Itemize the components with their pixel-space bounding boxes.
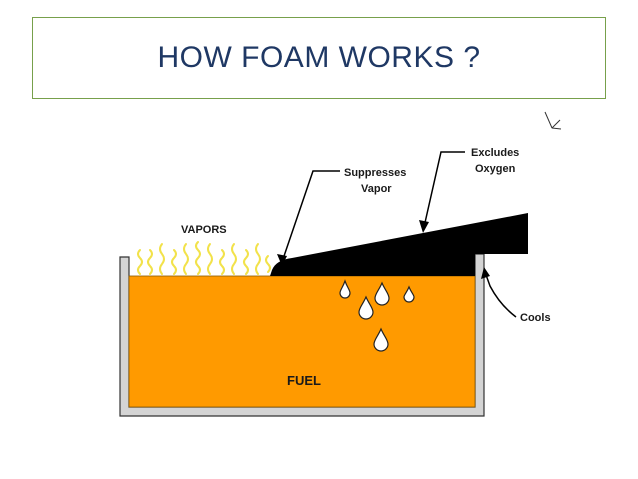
- droplets: [339, 279, 415, 352]
- suppresses-label: Suppresses: [344, 167, 406, 179]
- droplet-icon: [339, 279, 351, 299]
- vapor-wave-icon: [159, 243, 165, 275]
- leader-lines: [281, 151, 517, 318]
- vapor-wave-icon: [219, 249, 225, 275]
- arrow-heads: [277, 220, 490, 279]
- vapor-wave-icon: [195, 241, 201, 275]
- corner-mark: [544, 111, 562, 130]
- cools-leader: [484, 271, 517, 318]
- arrow-head-icon: [481, 267, 490, 279]
- droplet-icon: [374, 281, 390, 306]
- page-title: HOW FOAM WORKS ?: [157, 41, 481, 74]
- vapor-wave-icon: [231, 243, 237, 275]
- fuel-label: FUEL: [287, 373, 321, 388]
- droplet-icon: [403, 285, 415, 303]
- vapor-wave-icon: [171, 249, 177, 275]
- vapor-wave-icon: [147, 249, 153, 275]
- arrow-head-icon: [277, 254, 287, 266]
- vapor-waves: [137, 241, 271, 275]
- excludes-leader: [423, 151, 465, 228]
- foam-blanket: [270, 213, 528, 276]
- excludes-label: Excludes: [471, 147, 519, 159]
- vapor-wave-icon: [243, 249, 249, 275]
- vapor-wave-icon: [255, 243, 261, 275]
- suppresses-leader: [281, 170, 340, 263]
- vapor-wave-icon: [207, 243, 213, 275]
- fuel-body: [128, 275, 476, 408]
- vapor-wave-icon: [137, 249, 143, 275]
- arrow-head-icon: [419, 220, 429, 233]
- title-box: HOW FOAM WORKS ?: [32, 17, 606, 99]
- cools-label: Cools: [520, 312, 551, 324]
- vapors-label: VAPORS: [181, 224, 227, 236]
- vapor-wave-icon: [265, 255, 271, 273]
- vapor-wave-icon: [183, 243, 189, 275]
- vapor-label: Vapor: [361, 183, 392, 195]
- oxygen-label: Oxygen: [475, 163, 516, 175]
- droplet-icon: [358, 295, 374, 320]
- tank: [119, 253, 485, 417]
- droplet-icon: [373, 327, 389, 352]
